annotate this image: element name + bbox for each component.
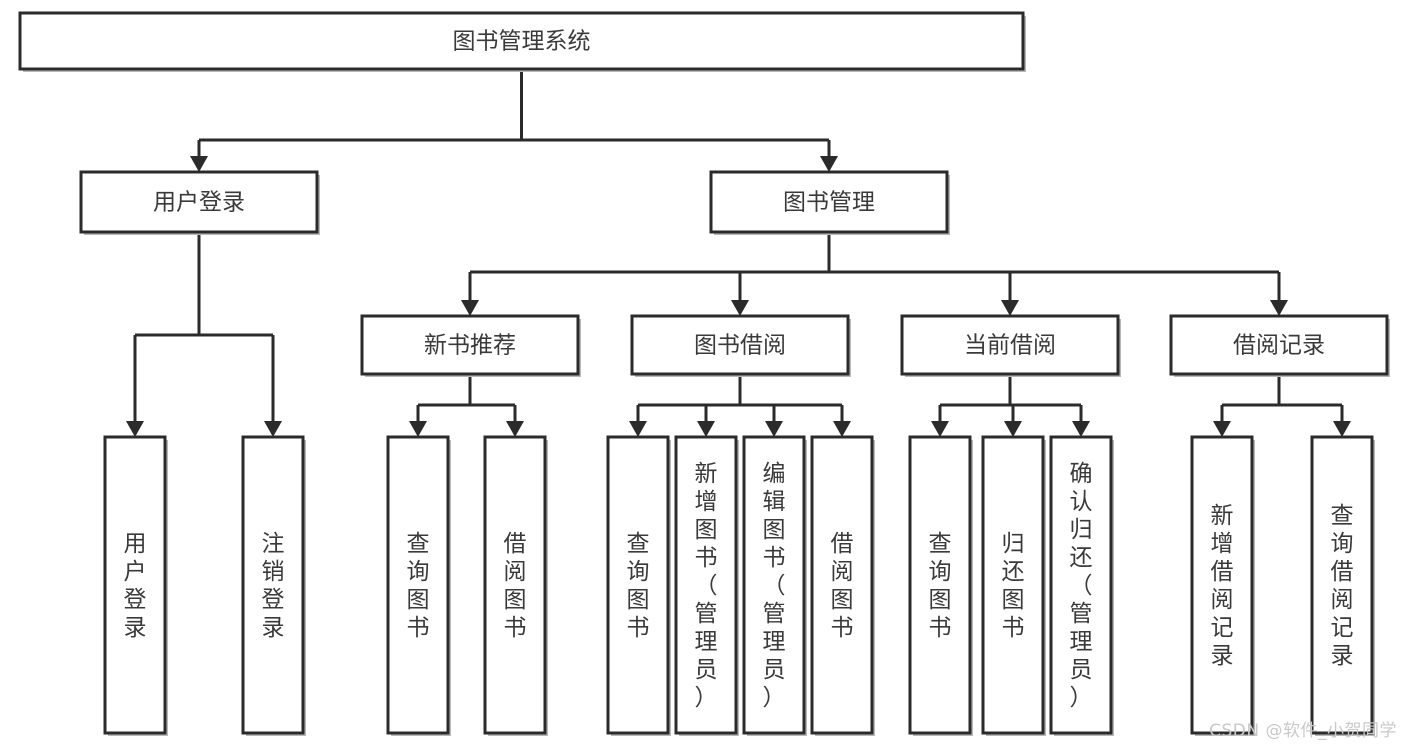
node-label: 新增借阅记录 — [1211, 503, 1234, 669]
node-book-manage[interactable]: 图书管理 — [709, 170, 950, 235]
node-label: 图书管理 — [783, 190, 875, 216]
node-user-login[interactable]: 用户登录 — [79, 170, 320, 235]
node-box-outline — [1169, 314, 1389, 376]
node-box-outline — [606, 435, 670, 735]
arrow-head-icon — [126, 421, 144, 437]
leaf-leaf-query-book-rec[interactable]: 查询图书 — [386, 435, 451, 736]
arrow-head-icon — [697, 421, 715, 437]
leaf-leaf-user-login[interactable]: 用户登录 — [103, 435, 168, 736]
node-current-borrow[interactable]: 当前借阅 — [900, 314, 1121, 377]
node-label: 归还图书 — [1002, 531, 1025, 641]
arrow-head-icon — [1001, 300, 1019, 316]
arrow-head-icon — [506, 421, 524, 437]
arrow-head-icon — [731, 300, 749, 316]
node-box-outline — [900, 314, 1120, 376]
leaf-leaf-query-book-cur[interactable]: 查询图书 — [908, 435, 973, 736]
node-label: 新增图书（管理员） — [695, 461, 718, 711]
node-label: 注销登录 — [262, 531, 285, 641]
node-box-outline — [1310, 435, 1374, 735]
node-box-outline — [386, 435, 450, 735]
leaf-leaf-add-record[interactable]: 新增借阅记录 — [1190, 435, 1255, 736]
csdn-watermark: CSDN @软件_小贺同学 — [1209, 721, 1397, 741]
node-box-outline — [18, 11, 1025, 71]
arrow-head-icon — [833, 421, 851, 437]
node-box-outline — [674, 435, 738, 735]
arrow-head-icon — [461, 300, 479, 316]
node-box-outline — [79, 170, 319, 234]
node-label: 用户登录 — [124, 531, 147, 641]
node-label: 借阅图书 — [504, 531, 527, 641]
arrow-head-icon — [1004, 421, 1022, 437]
arrow-head-icon — [629, 421, 647, 437]
arrow-head-icon — [190, 156, 208, 172]
node-box-outline — [709, 170, 949, 234]
leaf-leaf-add-book[interactable]: 新增图书（管理员） — [674, 435, 739, 736]
node-box-outline — [1190, 435, 1254, 735]
node-box-outline — [103, 435, 167, 735]
node-box-outline — [1049, 435, 1113, 735]
arrow-head-icon — [820, 156, 838, 172]
node-book-borrow[interactable]: 图书借阅 — [630, 314, 851, 377]
node-borrow-record[interactable]: 借阅记录 — [1169, 314, 1390, 377]
node-boxes: 图书管理系统用户登录图书管理新书推荐图书借阅当前借阅借阅记录用户登录注销登录查询… — [18, 11, 1390, 736]
node-box-outline — [630, 314, 850, 376]
leaf-leaf-borrow-book[interactable]: 借阅图书 — [810, 435, 875, 736]
arrow-head-icon — [264, 421, 282, 437]
arrow-head-icon — [409, 421, 427, 437]
node-box-outline — [360, 314, 580, 376]
connector-lines — [126, 69, 1351, 437]
leaf-leaf-return-book[interactable]: 归还图书 — [981, 435, 1046, 736]
node-box-outline — [908, 435, 972, 735]
node-label: 编辑图书（管理员） — [763, 461, 786, 711]
node-label: 查询图书 — [407, 531, 430, 641]
node-label: 用户登录 — [153, 190, 245, 216]
node-box-outline — [483, 435, 547, 735]
node-label: 确认归还（管理员） — [1070, 461, 1093, 711]
arrow-head-icon — [1213, 421, 1231, 437]
arrow-head-icon — [765, 421, 783, 437]
arrow-head-icon — [1270, 300, 1288, 316]
leaf-leaf-confirm-return[interactable]: 确认归还（管理员） — [1049, 435, 1114, 736]
leaf-leaf-edit-book[interactable]: 编辑图书（管理员） — [742, 435, 807, 736]
leaf-leaf-borrow-book-rec[interactable]: 借阅图书 — [483, 435, 548, 736]
node-label: 借阅图书 — [831, 531, 854, 641]
node-label: 图书管理系统 — [453, 29, 591, 55]
node-label: 查询图书 — [627, 531, 650, 641]
arrow-head-icon — [1333, 421, 1351, 437]
node-label: 查询借阅记录 — [1331, 503, 1354, 669]
leaf-leaf-query-record[interactable]: 查询借阅记录 — [1310, 435, 1375, 736]
node-box-outline — [981, 435, 1045, 735]
node-box-outline — [810, 435, 874, 735]
arrow-head-icon — [1072, 421, 1090, 437]
leaf-leaf-query-book-bor[interactable]: 查询图书 — [606, 435, 671, 736]
node-label: 当前借阅 — [964, 333, 1056, 359]
node-root-root[interactable]: 图书管理系统 — [18, 11, 1026, 72]
node-label: 图书借阅 — [694, 333, 786, 359]
node-new-book-recommend[interactable]: 新书推荐 — [360, 314, 581, 377]
node-label: 新书推荐 — [424, 333, 516, 359]
node-box-outline — [241, 435, 305, 735]
node-label: 查询图书 — [929, 531, 952, 641]
node-box-outline — [742, 435, 806, 735]
node-label: 借阅记录 — [1233, 333, 1325, 359]
arrow-head-icon — [931, 421, 949, 437]
leaf-leaf-user-logout[interactable]: 注销登录 — [241, 435, 306, 736]
